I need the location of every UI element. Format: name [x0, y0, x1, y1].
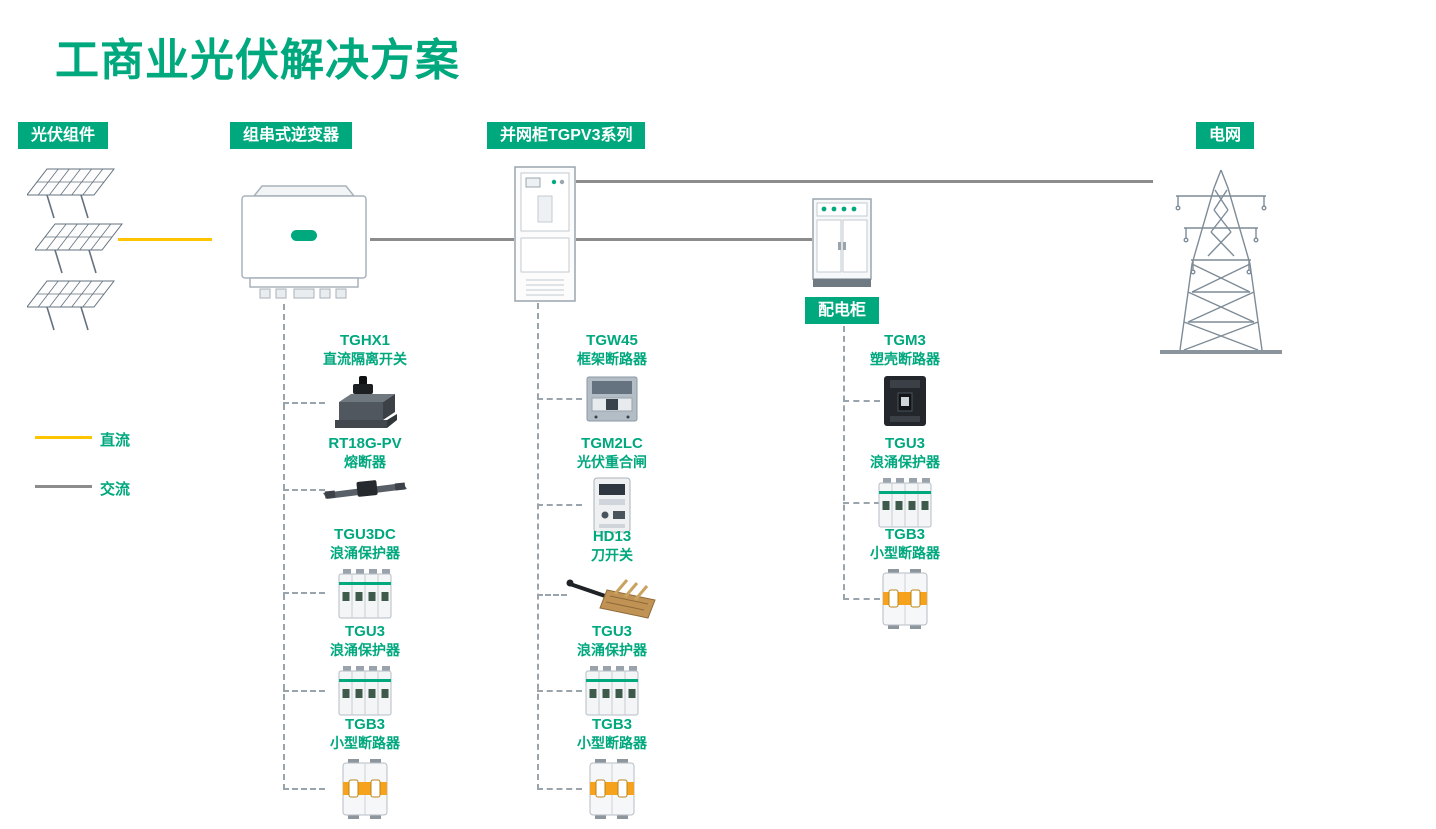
- label-pv-modules: 光伏组件: [18, 122, 109, 149]
- solar-panel-array: [15, 164, 135, 334]
- component-desc: 小型断路器: [330, 735, 400, 751]
- surge-protector-icon: [830, 477, 980, 529]
- component-desc: 框架断路器: [577, 351, 647, 367]
- solar-panel-icon: [27, 280, 115, 332]
- label-grid-cabinet: 并网柜TGPV3系列: [487, 122, 646, 149]
- recloser-icon: [537, 477, 687, 533]
- mini-breaker-icon: [290, 758, 440, 820]
- mccb-icon: [830, 374, 980, 428]
- component-desc: 浪涌保护器: [577, 642, 647, 658]
- component-hd13: HD13 刀开关: [537, 528, 687, 620]
- dashed-stub: [283, 489, 325, 491]
- component-tgu3dc: TGU3DC 浪涌保护器: [290, 526, 440, 620]
- component-model: TGHX1: [339, 332, 390, 349]
- component-desc: 小型断路器: [577, 735, 647, 751]
- label-string-inverter: 组串式逆变器: [230, 122, 353, 149]
- component-model: TGU3: [344, 623, 385, 640]
- component-tgb3-inverter: TGB3 小型断路器: [290, 716, 440, 820]
- surge-protector-icon: [537, 665, 687, 717]
- knife-switch-icon: [537, 570, 687, 620]
- component-desc: 光伏重合闸: [577, 454, 647, 470]
- distribution-cabinet-illustration: [812, 198, 872, 288]
- component-desc: 刀开关: [591, 547, 633, 563]
- component-tgu3-inverter: TGU3 浪涌保护器: [290, 623, 440, 717]
- dashed-stub: [843, 598, 880, 600]
- power-grid-tower-illustration: [1158, 166, 1284, 356]
- component-desc: 浪涌保护器: [330, 545, 400, 561]
- component-desc: 直流隔离开关: [323, 351, 407, 367]
- component-model: TGW45: [586, 332, 638, 349]
- dashed-line-grid-cabinet-chain: [537, 303, 539, 790]
- component-model: TGM2LC: [581, 435, 643, 452]
- component-tgb3-grid-cabinet: TGB3 小型断路器: [537, 716, 687, 820]
- dashed-line-distribution-chain: [843, 326, 845, 600]
- ac-line-cabinet-to-grid: [576, 180, 1153, 183]
- mini-breaker-icon: [830, 568, 980, 630]
- label-power-grid: 电网: [1196, 122, 1255, 149]
- component-desc: 浪涌保护器: [870, 454, 940, 470]
- surge-protector-icon: [290, 568, 440, 620]
- component-tgm2lc: TGM2LC 光伏重合闸: [537, 435, 687, 533]
- dashed-stub: [537, 690, 582, 692]
- component-desc: 小型断路器: [870, 545, 940, 561]
- component-tghx1: TGHX1 直流隔离开关: [290, 332, 440, 432]
- label-distribution-cabinet: 配电柜: [805, 297, 880, 324]
- dashed-stub: [537, 594, 567, 596]
- dc-isolator-icon: [290, 374, 440, 432]
- component-model: TGB3: [884, 526, 925, 543]
- component-model: TGU3: [884, 435, 925, 452]
- frame-breaker-icon: [537, 374, 687, 424]
- page-title: 工商业光伏解决方案: [55, 36, 460, 85]
- component-tgu3-distribution: TGU3 浪涌保护器: [830, 435, 980, 529]
- legend-ac-label: 交流: [100, 481, 131, 498]
- dashed-stub: [537, 504, 582, 506]
- legend-ac-line: [35, 485, 92, 488]
- component-tgb3-distribution: TGB3 小型断路器: [830, 526, 980, 630]
- component-model: RT18G-PV: [328, 435, 402, 452]
- ac-line-inverter-to-cabinet: [370, 238, 514, 241]
- mini-breaker-icon: [537, 758, 687, 820]
- component-model: TGM3: [884, 332, 926, 349]
- component-tgw45: TGW45 框架断路器: [537, 332, 687, 424]
- transmission-tower-icon: [1160, 169, 1282, 354]
- solar-panel-icon: [35, 223, 123, 275]
- inverter-icon: [241, 185, 367, 299]
- component-rt18g-pv: RT18G-PV 熔断器: [290, 435, 440, 503]
- dashed-stub: [283, 592, 325, 594]
- legend-dc-label: 直流: [100, 432, 131, 449]
- dashed-stub: [283, 402, 325, 404]
- component-desc: 塑壳断路器: [870, 351, 940, 367]
- dashed-stub: [283, 788, 325, 790]
- component-desc: 熔断器: [344, 454, 386, 470]
- dc-line-panels-to-inverter: [118, 238, 212, 241]
- component-desc: 浪涌保护器: [330, 642, 400, 658]
- component-tgu3-grid-cabinet: TGU3 浪涌保护器: [537, 623, 687, 717]
- dashed-stub: [843, 400, 880, 402]
- grid-cabinet-icon: [514, 166, 576, 302]
- component-model: TGB3: [344, 716, 385, 733]
- fuse-icon: [290, 477, 440, 503]
- dashed-stub: [843, 502, 880, 504]
- dashed-stub: [537, 788, 582, 790]
- grid-cabinet-illustration: [514, 166, 576, 302]
- legend-dc-line: [35, 436, 92, 439]
- surge-protector-icon: [290, 665, 440, 717]
- component-model: HD13: [592, 528, 632, 545]
- component-model: TGU3: [591, 623, 632, 640]
- distribution-cabinet-icon: [812, 198, 872, 287]
- component-model: TGU3DC: [334, 526, 396, 543]
- string-inverter-illustration: [238, 182, 370, 304]
- component-model: TGB3: [591, 716, 632, 733]
- dashed-line-inverter-chain: [283, 304, 285, 790]
- dashed-stub: [283, 690, 325, 692]
- solar-panel-icon: [27, 168, 115, 220]
- component-tgm3: TGM3 塑壳断路器: [830, 332, 980, 428]
- ac-line-cabinet-to-distribution: [576, 238, 812, 241]
- dashed-stub: [537, 398, 582, 400]
